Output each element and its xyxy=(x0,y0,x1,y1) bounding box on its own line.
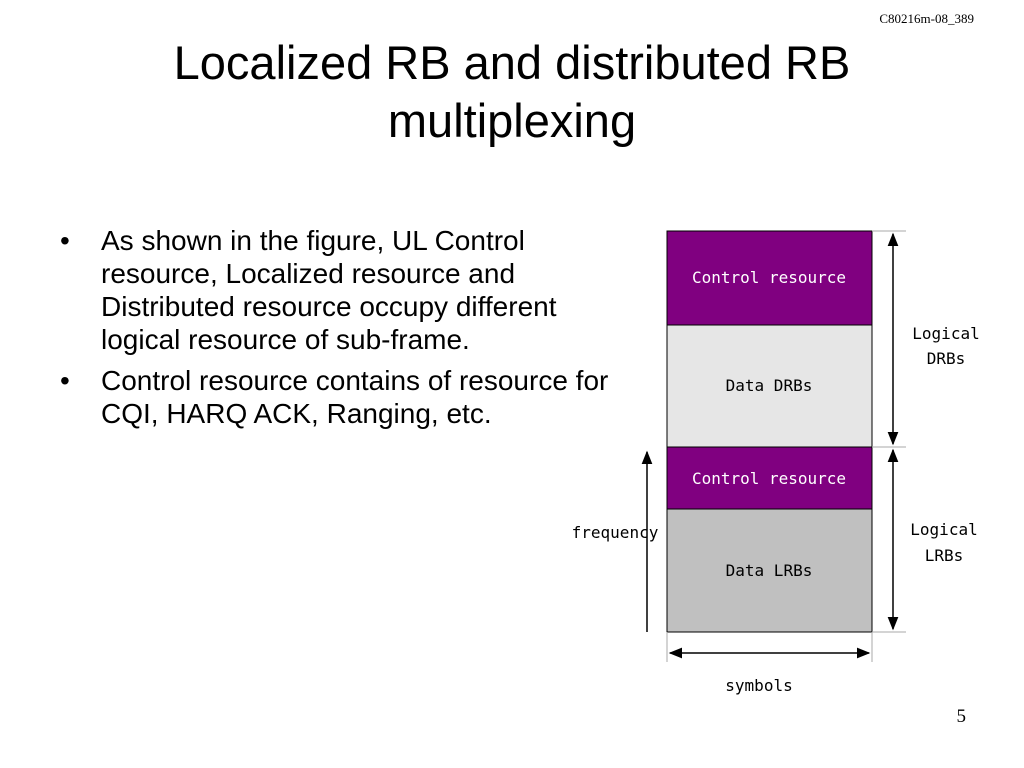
data-lrbs-block xyxy=(666,508,873,633)
bullet-item: • As shown in the figure, UL Control res… xyxy=(60,224,630,356)
data-drbs-label: Data DRBs xyxy=(726,376,813,395)
slide-title: Localized RB and distributed RB multiple… xyxy=(40,34,984,150)
slide-title-line1: Localized RB and distributed RB xyxy=(173,36,851,89)
data-drbs-block xyxy=(666,324,873,448)
page-number: 5 xyxy=(956,706,967,727)
logical-drbs-label-line2: DRBs xyxy=(927,349,966,368)
bullet-text: As shown in the figure, UL Control resou… xyxy=(101,225,557,355)
document-id: C80216m-08_389 xyxy=(879,11,974,26)
control-resource-bottom-label: Control resource xyxy=(692,469,846,488)
control-resource-bottom-block xyxy=(666,446,873,510)
bullet-icon: • xyxy=(60,365,70,396)
data-lrbs-label: Data LRBs xyxy=(726,561,813,580)
logical-drbs-label-line1: Logical xyxy=(912,324,979,343)
bullet-text: Control resource contains of resource fo… xyxy=(101,365,609,429)
control-resource-top-label: Control resource xyxy=(692,268,846,287)
symbols-label: symbols xyxy=(725,676,792,695)
bullet-item: • Control resource contains of resource … xyxy=(60,364,630,430)
bullet-icon: • xyxy=(60,225,70,256)
bullet-list: • As shown in the figure, UL Control res… xyxy=(60,224,630,438)
logical-lrbs-label-line1: Logical xyxy=(910,520,977,539)
slide-title-line2: multiplexing xyxy=(387,94,637,147)
logical-lrbs-label-line2: LRBs xyxy=(925,546,964,565)
frequency-label: frequency xyxy=(572,523,659,542)
